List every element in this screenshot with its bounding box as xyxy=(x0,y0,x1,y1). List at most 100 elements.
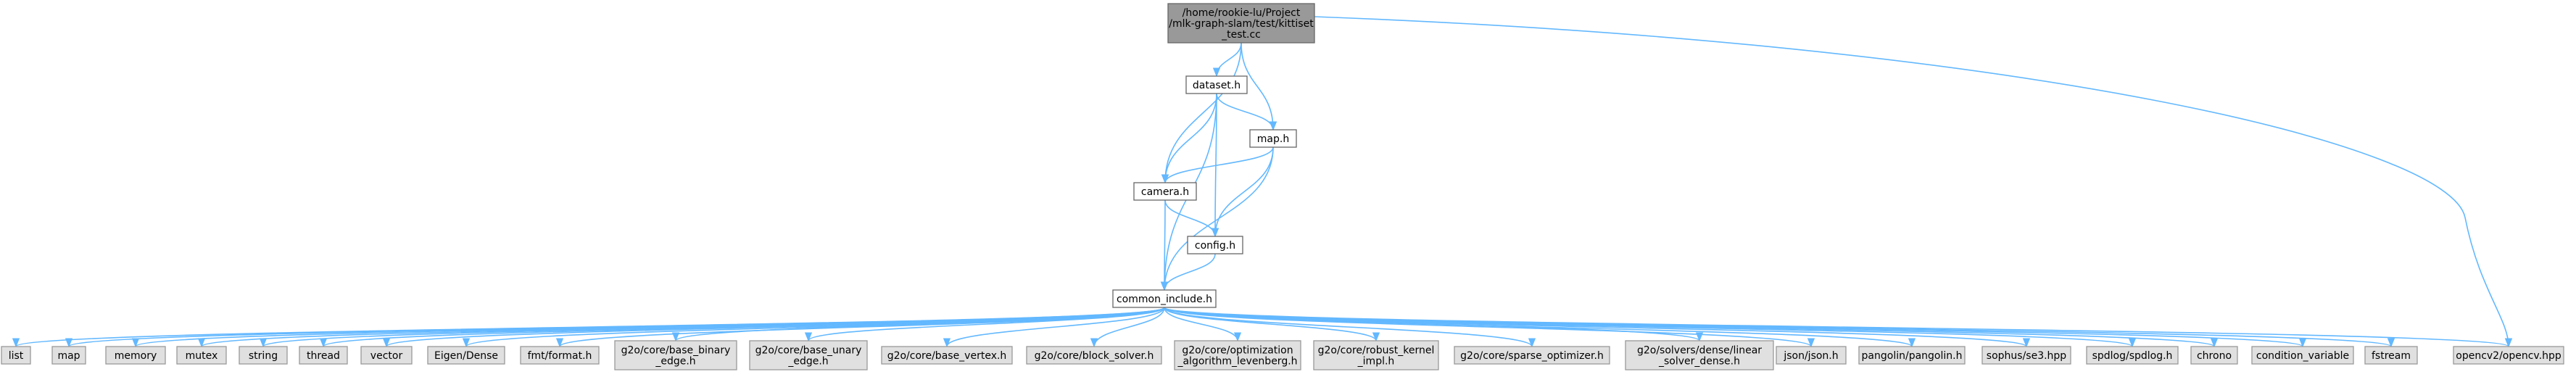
node-box xyxy=(1249,129,1297,148)
node-label-line: g2o/core/block_solver.h xyxy=(1035,350,1154,362)
node-sparseopt: g2o/core/sparse_optimizer.h xyxy=(1454,346,1610,365)
node-lineardense: g2o/solvers/dense/linear_solver_dense.h xyxy=(1625,340,1774,370)
edge-path xyxy=(1164,307,2512,348)
edge-path xyxy=(1211,146,1274,238)
node-opencv: opencv2/opencv.hpp xyxy=(2453,346,2564,365)
node-robust: g2o/core/robust_kernel_impl.h xyxy=(1313,340,1439,370)
node-label-line: list xyxy=(9,350,24,362)
edge-path xyxy=(1160,146,1274,291)
node-label-line: _impl.h xyxy=(1357,356,1395,368)
node-label-line: memory xyxy=(115,350,157,362)
node-label-line: config.h xyxy=(1195,240,1235,252)
edge-path xyxy=(672,307,1165,342)
edge-path xyxy=(1164,307,1916,348)
node-box xyxy=(2086,346,2179,365)
node-label-line: dataset.h xyxy=(1193,80,1241,91)
node-sophus: sophus/se3.hpp xyxy=(1981,346,2071,365)
edge-path xyxy=(1216,93,1277,131)
edge-common-to-blocksolver xyxy=(1090,307,1165,348)
node-label-line: fmt/format.h xyxy=(528,350,592,362)
node-unaryedge: g2o/core/base_unary_edge.h xyxy=(749,340,868,370)
node-label-line: g2o/core/base_vertex.h xyxy=(887,350,1007,362)
node-box xyxy=(1112,289,1217,308)
node-label-line: _test.cc xyxy=(1221,29,1261,41)
node-json: json/json.h xyxy=(1776,346,1847,365)
edge-path xyxy=(1314,16,2513,348)
node-box xyxy=(749,340,868,370)
edge-map-to-camera xyxy=(1161,146,1274,184)
node-spdlog: spdlog/spdlog.h xyxy=(2086,346,2179,365)
edge-common-to-opencv xyxy=(1164,307,2512,348)
node-label-line: g2o/solvers/dense/linear xyxy=(1637,345,1762,357)
node-box xyxy=(1174,340,1301,370)
node-binedge: g2o/core/base_binary_edge.h xyxy=(614,340,737,370)
node-common[interactable]: common_include.h xyxy=(1112,289,1217,308)
node-box xyxy=(1026,346,1162,365)
node-label-line: g2o/core/robust_kernel xyxy=(1318,345,1435,357)
node-box xyxy=(105,346,166,365)
node-label-line: opencv2/opencv.hpp xyxy=(2456,350,2561,362)
edge-root-to-dataset xyxy=(1212,42,1242,78)
edge-path xyxy=(943,307,1165,348)
edge-common-to-unaryedge xyxy=(805,307,1165,342)
node-dataset[interactable]: dataset.h xyxy=(1185,75,1248,94)
node-pangolin: pangolin/pangolin.h xyxy=(1858,346,1966,365)
node-label-line: thread xyxy=(307,350,340,362)
node-mutex: mutex xyxy=(176,346,227,365)
node-label-line: json/json.h xyxy=(1783,350,1838,362)
node-label-line: mutex xyxy=(186,350,218,362)
node-box xyxy=(1313,340,1439,370)
edge-common-to-thread xyxy=(320,307,1165,348)
node-box xyxy=(51,346,86,365)
node-root[interactable]: /home/rookie-lu/Project/mlk-graph-slam/t… xyxy=(1167,3,1315,44)
node-label-line: g2o/core/sparse_optimizer.h xyxy=(1460,350,1604,362)
node-label-line: string xyxy=(249,350,278,362)
node-box xyxy=(1187,236,1243,254)
edge-common-to-optlm xyxy=(1164,307,1242,342)
node-label-line: camera.h xyxy=(1141,186,1189,198)
node-optlm: g2o/core/optimization_algorithm_levenber… xyxy=(1174,340,1301,370)
node-box xyxy=(1858,346,1966,365)
node-config[interactable]: config.h xyxy=(1187,236,1243,254)
node-basevertex: g2o/core/base_vertex.h xyxy=(881,346,1013,365)
node-label-line: map.h xyxy=(1257,133,1289,145)
node-label-line: _solver_dense.h xyxy=(1658,356,1740,368)
node-label-line: pangolin/pangolin.h xyxy=(1862,350,1963,362)
edge-path xyxy=(805,307,1165,342)
edge-camera-to-config xyxy=(1164,199,1219,238)
node-label-line: _algorithm_levenberg.h xyxy=(1177,356,1297,368)
node-box xyxy=(176,346,227,365)
edges-layer xyxy=(12,16,2513,348)
node-thread: thread xyxy=(299,346,348,365)
node-label-line: _edge.h xyxy=(787,356,828,368)
node-label-line: sophus/se3.hpp xyxy=(1987,350,2067,362)
node-label-line: chrono xyxy=(2197,350,2232,362)
node-box xyxy=(427,346,505,365)
node-box xyxy=(1133,182,1197,201)
node-camera[interactable]: camera.h xyxy=(1133,182,1197,201)
edge-config-to-common xyxy=(1160,253,1216,291)
edge-common-to-binedge xyxy=(672,307,1165,342)
edge-path xyxy=(1241,42,1277,131)
node-vector: vector xyxy=(360,346,413,365)
edge-path xyxy=(1160,199,1169,291)
node-string: string xyxy=(239,346,288,365)
node-label-line: map xyxy=(57,350,80,362)
node-box xyxy=(2453,346,2564,365)
node-blocksolver: g2o/core/block_solver.h xyxy=(1026,346,1162,365)
edge-root-to-map xyxy=(1241,42,1277,131)
node-label-line: _edge.h xyxy=(655,356,695,368)
node-label-line: /home/rookie-lu/Project xyxy=(1183,7,1301,19)
edge-path xyxy=(1161,42,1242,184)
edge-path xyxy=(1164,199,1219,238)
node-box xyxy=(1625,340,1774,370)
nodes-layer: /home/rookie-lu/Project/mlk-graph-slam/t… xyxy=(1,3,2564,370)
edge-path xyxy=(1164,307,1536,348)
edge-path xyxy=(320,307,1165,348)
node-label-line: g2o/core/optimization xyxy=(1182,345,1293,357)
node-fmt: fmt/format.h xyxy=(520,346,600,365)
node-label-line: common_include.h xyxy=(1117,294,1212,305)
node-map[interactable]: map.h xyxy=(1249,129,1297,148)
edge-path xyxy=(1160,253,1216,291)
